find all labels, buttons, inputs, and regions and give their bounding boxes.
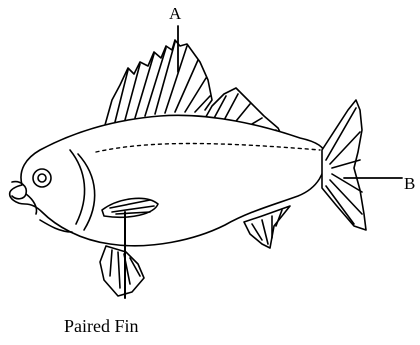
label-b: B [404,174,415,194]
pelvic-fin [100,246,144,296]
spiny-dorsal-fin [105,40,212,125]
label-a: A [169,4,181,24]
fish-body-outline [10,115,325,245]
caudal-fin [322,100,366,230]
label-paired-fin: Paired Fin [64,316,139,337]
